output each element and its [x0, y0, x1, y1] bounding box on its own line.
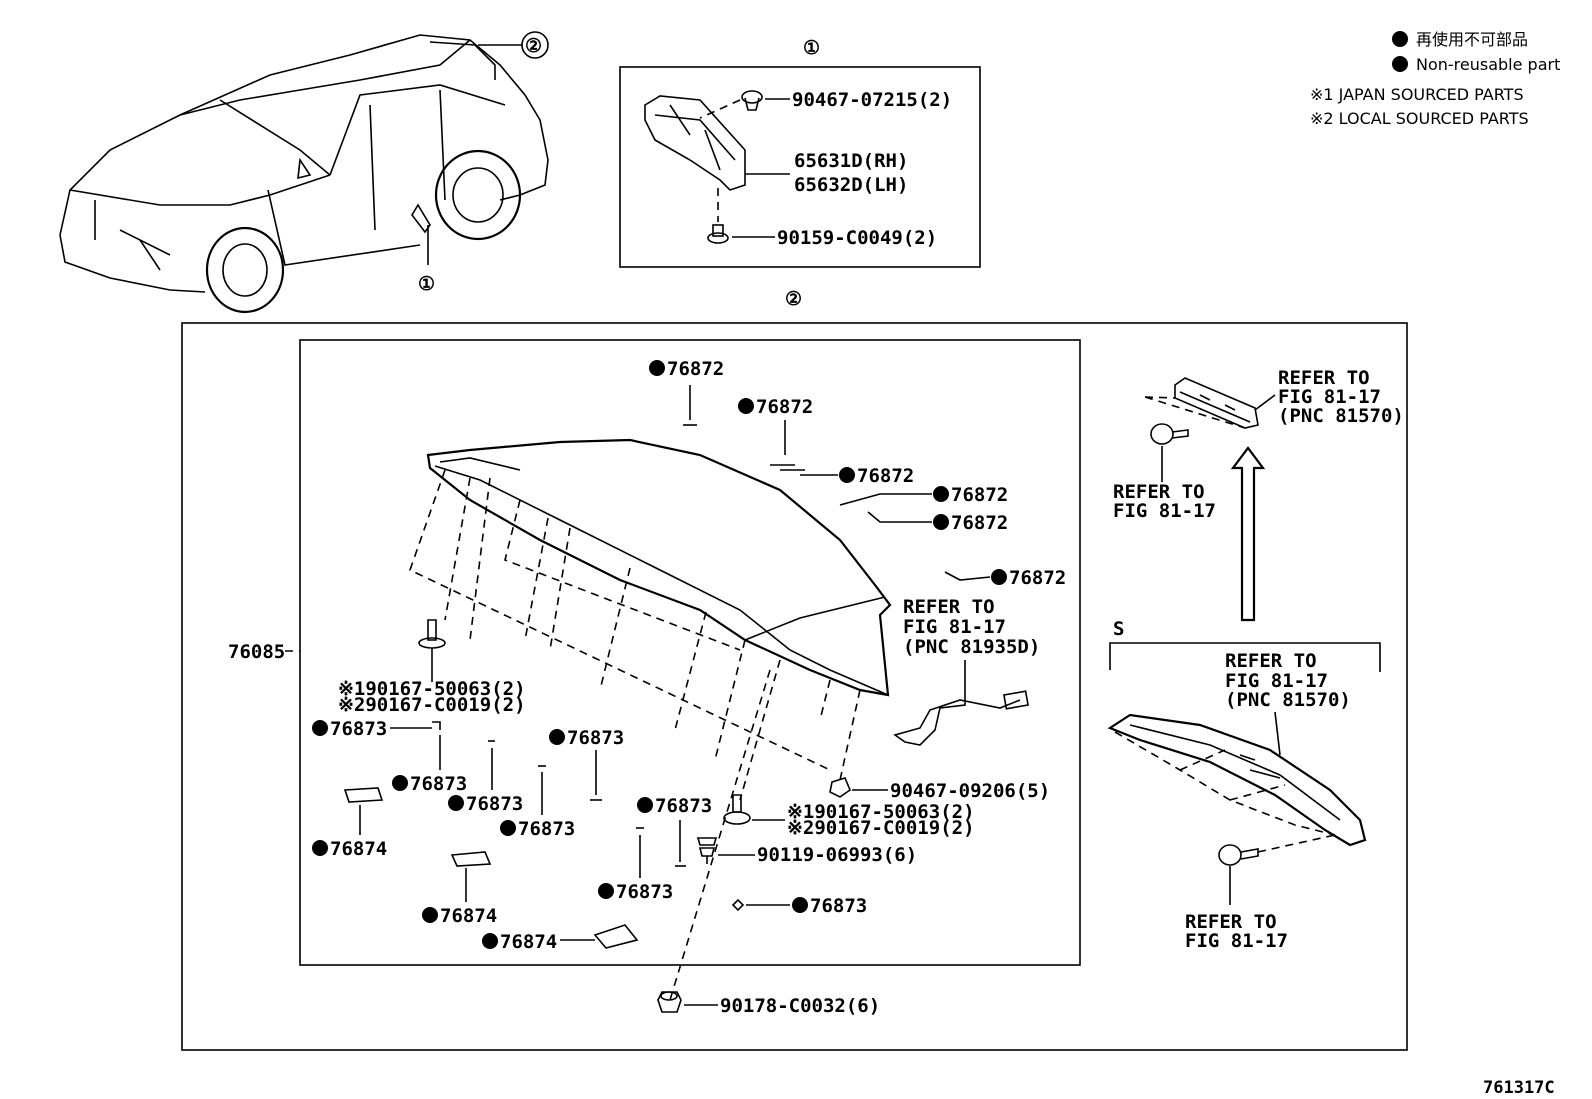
label-grommet: 90119-06993(6)	[757, 844, 917, 866]
clip-icon	[741, 90, 763, 111]
label-pnc-81935d: (PNC 81935D)	[903, 636, 1040, 658]
stop-lamp-assembly	[1107, 713, 1367, 847]
label-tape-76872: 76872	[667, 358, 724, 380]
non-reusable-dot-icon	[549, 729, 565, 745]
nut-icon	[657, 991, 682, 1013]
legend-note-japan: ※1 JAPAN SOURCED PARTS	[1310, 85, 1524, 104]
label-bolt-local: ※290167-C0019(2)	[338, 694, 526, 716]
non-reusable-dot-icon	[933, 514, 949, 530]
label-fig-81-17: FIG 81-17	[1113, 500, 1216, 522]
label-clip: 90467-09206(5)	[890, 780, 1050, 802]
non-reusable-dot-icon	[312, 720, 328, 736]
label-pnc-81570: (PNC 81570)	[1225, 689, 1351, 711]
label-tape-76872: 76872	[1009, 567, 1066, 589]
non-reusable-dot-icon	[448, 795, 464, 811]
non-reusable-dot-icon	[598, 883, 614, 899]
label-refer-to: REFER TO	[903, 596, 995, 618]
figure-code: 761317C	[1483, 1078, 1555, 1098]
label-fig-81-17: FIG 81-17	[1278, 386, 1381, 408]
tape-76872-group: 76872 76872 76872 76872 76872 76872	[649, 358, 1066, 589]
legend-non-reusable-ja: 再使用不可部品	[1416, 30, 1528, 49]
screw-icon	[1218, 844, 1259, 866]
label-pnc-81570: (PNC 81570)	[1278, 405, 1404, 427]
non-reusable-dot-icon	[422, 907, 438, 923]
label-bolt-japan: ※190167-50063(2)	[787, 801, 975, 823]
legend-note-local: ※2 LOCAL SOURCED PARTS	[1310, 109, 1529, 128]
bracket-box-frame	[619, 66, 981, 268]
label-bolt-local: ※290167-C0019(2)	[787, 817, 975, 839]
label-refer-to: REFER TO	[1113, 481, 1205, 503]
label-nut: 90178-C0032(6)	[720, 995, 880, 1017]
legend: 再使用不可部品 Non-reusable part ※1 JAPAN SOURC…	[1310, 30, 1560, 128]
callout-one-circle	[521, 31, 549, 59]
label-tape-76873: 76873	[330, 718, 387, 740]
label-fig-81-17: FIG 81-17	[1225, 670, 1328, 692]
label-spoiler-assembly: 76085	[228, 641, 285, 663]
label-bracket-lh: 65632D(LH)	[794, 174, 908, 196]
non-reusable-dot-icon	[312, 840, 328, 856]
spoiler-inner-frame	[299, 339, 1081, 966]
label-s-mark: S	[1113, 618, 1124, 640]
label-pad-76874: 76874	[500, 931, 557, 953]
label-tape-76872: 76872	[951, 512, 1008, 534]
non-reusable-dot-icon	[933, 486, 949, 502]
vehicle-illustration	[59, 34, 549, 314]
callout-one-vehicle: ①	[418, 273, 435, 295]
callout-one-box: ①	[803, 37, 820, 59]
label-refer-to: REFER TO	[1185, 911, 1277, 933]
arrow-up-icon	[1230, 446, 1266, 622]
bolt-right-icon	[723, 794, 751, 825]
non-reusable-dot-icon	[637, 797, 653, 813]
label-tape-76873: 76873	[810, 895, 867, 917]
label-refer-to: REFER TO	[1278, 367, 1370, 389]
non-reusable-dot-icon	[792, 897, 808, 913]
clip-icon	[829, 777, 851, 798]
callout-two-section: ②	[785, 288, 802, 310]
label-tape-76872: 76872	[857, 465, 914, 487]
stop-lamp-cover	[1174, 377, 1259, 429]
wire-harness-icon	[893, 660, 1029, 746]
non-reusable-dot-icon	[1392, 56, 1408, 72]
label-fig-81-17: FIG 81-17	[903, 616, 1006, 638]
label-tape-76873: 76873	[466, 793, 523, 815]
spoiler-section-frame	[181, 322, 1408, 1051]
non-reusable-dot-icon	[649, 360, 665, 376]
label-screw-lower: 90159-C0049(2)	[777, 227, 937, 249]
label-pad-76874: 76874	[440, 905, 497, 927]
pad-76874-group: 76874 76874 76874	[312, 787, 639, 953]
label-tape-76873: 76873	[655, 795, 712, 817]
rear-spoiler	[426, 438, 892, 697]
screw-icon	[707, 224, 729, 244]
label-tape-76873: 76873	[616, 881, 673, 903]
label-tape-76873: 76873	[518, 818, 575, 840]
label-refer-to: REFER TO	[1225, 650, 1317, 672]
label-fig-81-17: FIG 81-17	[1185, 930, 1288, 952]
grommet-icon	[696, 837, 718, 864]
bolt-left-icon	[418, 619, 446, 649]
bracket-part	[644, 95, 746, 191]
label-tape-76873: 76873	[410, 773, 467, 795]
screw-icon	[1150, 423, 1189, 445]
tape-76873-group: 76873 76873 76873 76873 76873 76873 7687…	[312, 718, 867, 917]
non-reusable-dot-icon	[738, 398, 754, 414]
label-bracket-rh: 65631D(RH)	[794, 150, 908, 172]
callout-two-vehicle: ②	[525, 35, 542, 57]
label-tape-76872: 76872	[951, 484, 1008, 506]
non-reusable-dot-icon	[500, 820, 516, 836]
non-reusable-dot-icon	[839, 467, 855, 483]
non-reusable-dot-icon	[991, 569, 1007, 585]
non-reusable-dot-icon	[392, 775, 408, 791]
non-reusable-dot-icon	[482, 933, 498, 949]
label-pad-76874: 76874	[330, 838, 387, 860]
legend-non-reusable-en: Non-reusable part	[1416, 55, 1560, 74]
non-reusable-dot-icon	[1392, 31, 1408, 47]
label-clip-upper: 90467-07215(2)	[792, 89, 952, 111]
label-tape-76872: 76872	[756, 396, 813, 418]
label-bolt-japan: ※190167-50063(2)	[338, 678, 526, 700]
label-tape-76873: 76873	[567, 727, 624, 749]
